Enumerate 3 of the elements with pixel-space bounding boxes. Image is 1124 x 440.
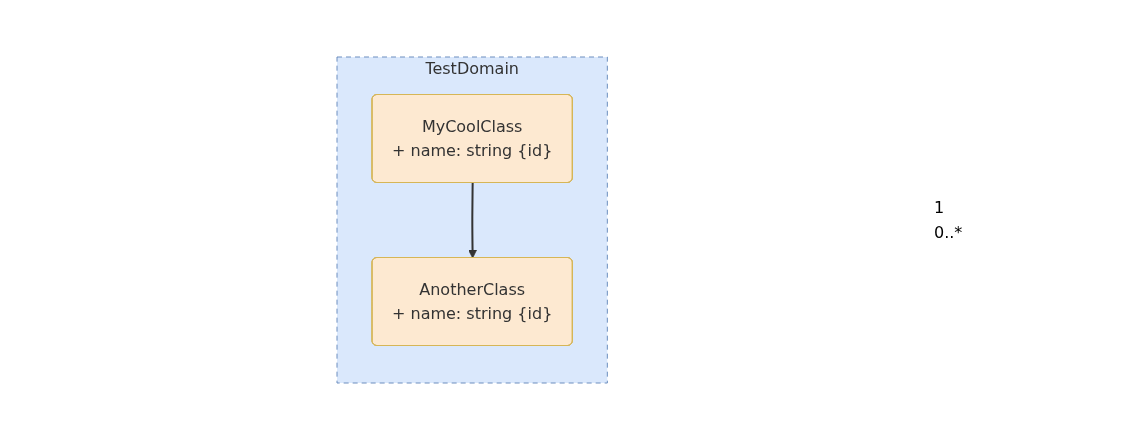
arrow xyxy=(468,182,477,259)
multiplicity-label: 1 xyxy=(934,198,946,217)
multiplicity-label: 0..* xyxy=(934,223,964,242)
